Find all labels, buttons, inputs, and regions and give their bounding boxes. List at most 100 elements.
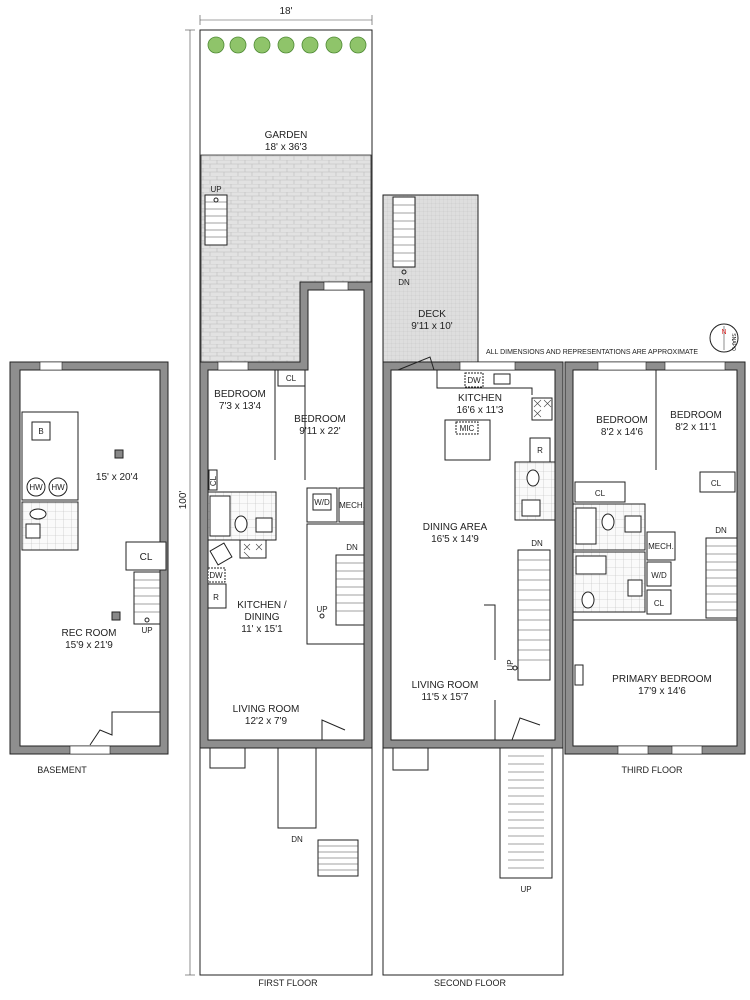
front-door: [321, 719, 346, 740]
width-label: 18': [279, 6, 292, 17]
depth-label: 100': [178, 491, 189, 510]
first-floor-plan: GARDEN 18' x 36'3 UP CL BEDROOM 7'3 x 13…: [199, 29, 373, 988]
compass-north-label: N: [721, 329, 726, 336]
bathtub: [209, 495, 231, 537]
toilet: [234, 515, 248, 533]
first-floor-rooms-3-name-label: LIVING ROOM: [233, 704, 300, 715]
second-floor-title: SECOND FLOOR: [434, 978, 507, 988]
second-floor-rooms-2-size-label: 11'5 x 15'7: [421, 692, 468, 703]
first-floor-rooms-2-name2-label: DINING: [245, 612, 280, 623]
water-heater: [26, 477, 46, 497]
third-floor-rooms-2-size-label: 17'9 x 14'6: [638, 686, 686, 697]
third-floor-rooms-0-size-label: 8'2 x 14'6: [601, 427, 644, 438]
second-floor-deck-size-label: 9'11 x 10': [411, 321, 453, 332]
first-floor-rooms-2-name-label: KITCHEN /: [237, 600, 287, 611]
first-floor-garden-size-label: 18' x 36'3: [265, 142, 308, 153]
second-floor-rooms-2-name-label: LIVING ROOM: [412, 680, 479, 691]
basement-room-size: 15' x 20'4: [96, 472, 139, 483]
first-floor-rooms-0-name-label: BEDROOM: [214, 389, 266, 400]
third-floor-fixtures-mech-label: MECH.: [648, 542, 674, 551]
garden-stair: UP: [204, 185, 228, 246]
rec-room-label: REC ROOM: [62, 628, 117, 639]
third-floor-fixtures-closet1-label: CL: [595, 489, 606, 498]
front-stoop-steps: [317, 839, 359, 877]
approximate-note: ALL DIMENSIONS AND REPRESENTATIONS ARE A…: [486, 349, 698, 356]
bathtub: [575, 507, 597, 545]
third-floor-fixtures-closet2-label: CL: [711, 479, 722, 488]
first-floor-garden-stair-label: UP: [210, 185, 221, 194]
third-floor-plan: BEDROOM 8'2 x 14'6 BEDROOM 8'2 x 11'1 CL…: [564, 361, 746, 775]
toilet: [581, 591, 595, 609]
basement-plan: B HW HW 15' x 20'4 CL UP REC ROOM 15'9 x…: [9, 361, 169, 775]
first-floor-rooms-3-size-label: 12'2 x 7'9: [245, 716, 288, 727]
third-floor-stair: DN: [705, 526, 738, 619]
first-floor-fixtures-stair-dn-label: DN: [346, 543, 358, 552]
basement-stair: UP: [133, 571, 161, 635]
second-floor-fixtures-stair-dn-label: DN: [531, 539, 543, 548]
first-floor-rooms-1-size-label: 9'11 x 22': [299, 426, 341, 437]
garden: GARDEN 18' x 36'3 UP: [200, 31, 372, 363]
first-floor-fixtures-fridge-label: R: [213, 593, 219, 602]
compass-icon: N SNAPO: [709, 323, 739, 353]
second-floor-fixtures-stair-up-label: UP: [506, 659, 515, 670]
kitchen-island: [444, 419, 491, 461]
first-floor-fixtures-stair-up-label: UP: [316, 605, 327, 614]
second-floor-stair: DN UP: [506, 539, 551, 681]
third-floor-fixtures-washer-dryer-label: W/D: [651, 571, 667, 580]
first-floor-fixtures-washer-dryer-label: W/D: [314, 498, 330, 507]
basement-fixtures-hw1-label: HW: [29, 483, 43, 492]
sink: [255, 517, 273, 533]
compass-brand-label: SNAPO: [730, 333, 736, 351]
first-floor-rooms-2-size-label: 11' x 15'1: [241, 624, 283, 635]
depth-dimension: 100': [178, 29, 195, 976]
second-floor-rooms-0-name-label: KITCHEN: [458, 393, 502, 404]
fireplace: [574, 664, 584, 686]
third-floor-fixtures-stair-dn-label: DN: [715, 526, 727, 535]
closet: [125, 541, 167, 571]
second-floor-fixtures-front-up-label: UP: [520, 885, 531, 894]
second-floor-fixtures-microwave-label: MIC: [460, 424, 475, 433]
toilet: [29, 508, 47, 520]
sink: [25, 523, 41, 539]
rec-room-size: 15'9 x 21'9: [65, 640, 113, 651]
sink: [624, 515, 642, 533]
second-floor-rooms-1-size-label: 16'5 x 14'9: [431, 534, 479, 545]
first-floor-fixtures-dishwasher-label: DW: [209, 571, 223, 580]
second-floor-rooms-0-size-label: 16'6 x 11'3: [456, 405, 503, 416]
hedge-row: [207, 36, 367, 54]
sink: [627, 579, 643, 597]
range: [239, 539, 267, 559]
toilet: [526, 469, 540, 487]
sink: [493, 373, 511, 385]
first-floor-rooms-0-size-label: 7'3 x 13'4: [219, 401, 262, 412]
second-floor-deck-stair-label: DN: [398, 278, 410, 287]
deck: DN DECK 9'11 x 10': [382, 194, 479, 363]
first-floor-fixtures-front-dn-label: DN: [291, 835, 303, 844]
shower: [575, 555, 607, 575]
first-floor-garden-name-label: GARDEN: [265, 130, 308, 141]
basement-fixtures-boiler-label: B: [38, 427, 43, 436]
third-floor-rooms-1-size-label: 8'2 x 11'1: [675, 422, 717, 433]
first-floor-stair: DN UP: [306, 523, 365, 645]
toilet: [601, 513, 615, 531]
basement-fixtures-closet-label: CL: [140, 552, 153, 563]
basement-fixtures-hw2-label: HW: [51, 483, 65, 492]
sink: [209, 542, 233, 566]
third-floor-rooms-0-name-label: BEDROOM: [596, 415, 648, 426]
second-floor-deck-name-label: DECK: [418, 309, 446, 320]
third-floor-rooms-1-name-label: BEDROOM: [670, 410, 722, 421]
front-stoop-stair: UP: [499, 747, 553, 894]
third-floor-title: THIRD FLOOR: [621, 765, 683, 775]
first-floor-fixtures-closet1-label: CL: [286, 374, 297, 383]
third-floor-rooms-2-name-label: PRIMARY BEDROOM: [612, 674, 712, 685]
second-floor-rooms-1-name-label: DINING AREA: [423, 522, 488, 533]
third-floor-fixtures-closet3-label: CL: [654, 599, 665, 608]
first-floor-fixtures-mech-label: MECH.: [339, 501, 365, 510]
first-floor-fixtures-closet2-label: CL: [209, 475, 218, 486]
first-floor-title: FIRST FLOOR: [258, 978, 318, 988]
boiler: [31, 421, 51, 441]
first-floor-rooms-1-name-label: BEDROOM: [294, 414, 346, 425]
range: [531, 397, 553, 421]
basement-fixtures-stair-label: UP: [141, 626, 152, 635]
